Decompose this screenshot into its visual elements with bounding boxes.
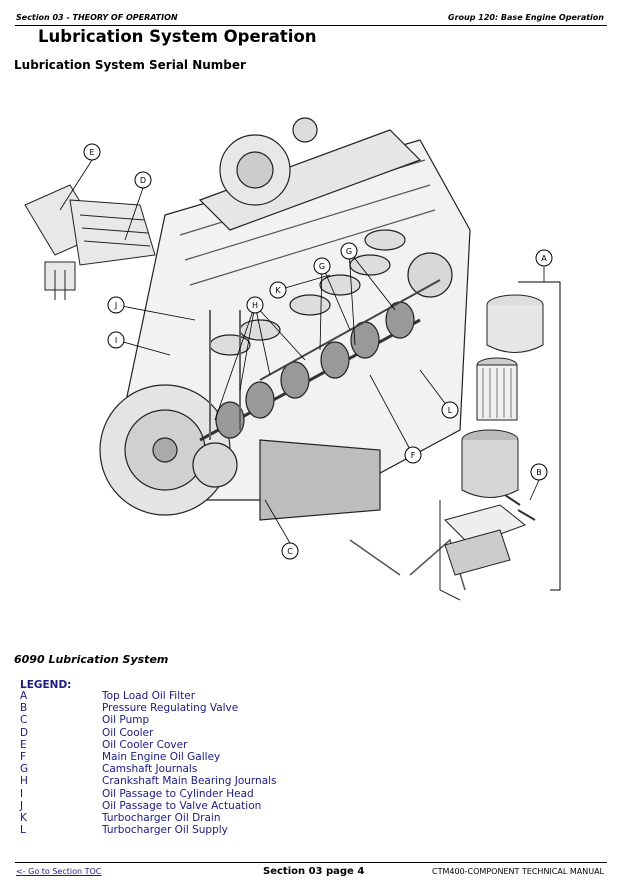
legend-key: K [20, 811, 27, 824]
callout-b-marker: B [530, 463, 548, 481]
legend-key: G [20, 763, 29, 776]
legend-item: C Oil Pump [20, 714, 440, 726]
callout-e-marker: E [83, 143, 101, 161]
legend-item: K Turbocharger Oil Drain [20, 812, 440, 824]
svg-text:G: G [319, 262, 325, 271]
footer-divider [15, 862, 607, 863]
svg-text:L: L [448, 406, 453, 415]
legend-item: E Oil Cooler Cover [20, 739, 440, 751]
callout-h-marker: H [246, 296, 264, 314]
legend-key: F [20, 750, 27, 763]
legend-item: A Top Load Oil Filter [20, 690, 440, 702]
svg-text:B: B [536, 468, 542, 477]
engine-block-drawing [99, 117, 471, 591]
legend-label: Oil Cooler Cover [102, 738, 188, 751]
legend-key: A [20, 690, 28, 702]
section-toc-link[interactable]: <- Go to Section TOC [16, 867, 102, 876]
legend-label: Turbocharger Oil Supply [102, 824, 228, 837]
legend-key: D [20, 726, 29, 739]
legend-label: Top Load Oil Filter [102, 690, 196, 702]
legend-label: Oil Passage to Valve Actuation [102, 799, 262, 812]
legend-item: D Oil Cooler [20, 727, 440, 739]
legend-list: A Top Load Oil Filter B Pressure Regulatin… [20, 690, 440, 836]
callout-a-marker: A [535, 249, 553, 267]
legend-key: I [20, 787, 24, 800]
callout-k-marker: K [269, 281, 287, 299]
svg-text:J: J [114, 301, 117, 310]
legend-label: Oil Passage to Cylinder Head [102, 787, 254, 800]
legend-label: Main Engine Oil Galley [102, 750, 221, 763]
svg-text:G: G [346, 247, 352, 256]
callout-g1-marker: G [340, 242, 358, 260]
svg-text:A: A [541, 254, 547, 263]
page-number: Section 03 page 4 [263, 866, 365, 877]
svg-text:E: E [89, 148, 94, 157]
svg-text:H: H [252, 301, 258, 310]
legend-label: Crankshaft Main Bearing Journals [102, 775, 277, 788]
legend-item: G Camshaft Journals [20, 763, 440, 775]
legend-key: C [20, 714, 28, 727]
svg-text:K: K [275, 286, 281, 295]
section-subtitle: Lubrication System Serial Number [14, 58, 246, 72]
callout-bracket [518, 281, 561, 591]
legend-label: Pressure Regulating Valve [102, 702, 239, 715]
legend-item: I Oil Passage to Cylinder Head [20, 788, 440, 800]
legend-item: J Oil Passage to Valve Actuation [20, 800, 440, 812]
callout-leaders [59, 159, 545, 544]
legend-key: B [20, 702, 28, 715]
legend-item: H Crankshaft Main Bearing Journals [20, 775, 440, 787]
engine-lubrication-diagram: A B C D E F G G H I J K L [24, 117, 561, 601]
legend-item: F Main Engine Oil Galley [20, 751, 440, 763]
legend-label: Camshaft Journals [102, 763, 198, 776]
manual-title: CTM400-COMPONENT TECHNICAL MANUAL [432, 867, 604, 876]
callout-g2-marker: G [313, 257, 331, 275]
oil-cooler-drawing [24, 184, 156, 300]
callout-i-marker: I [107, 331, 125, 349]
callout-l-marker: L [441, 401, 459, 419]
legend-label: Turbocharger Oil Drain [102, 811, 221, 824]
figure-caption: 6090 Lubrication System [14, 653, 169, 666]
svg-text:F: F [411, 451, 416, 460]
page-title: Lubrication System Operation [38, 27, 317, 46]
legend-key: L [20, 824, 26, 837]
callout-j-marker: J [107, 296, 125, 314]
legend-title: LEGEND: [20, 679, 72, 691]
callout-f-marker: F [404, 446, 422, 464]
svg-text:I: I [115, 336, 117, 345]
legend-key: J [20, 799, 24, 812]
legend-key: E [20, 738, 27, 751]
header-group-label: Group 120: Base Engine Operation [448, 13, 604, 22]
callout-c-marker: C [281, 542, 299, 560]
legend-key: H [20, 775, 28, 788]
header-section-label: Section 03 - THEORY OF OPERATION [16, 13, 178, 22]
legend-item: B Pressure Regulating Valve [20, 702, 440, 714]
svg-text:C: C [287, 547, 293, 556]
legend-item: L Turbocharger Oil Supply [20, 824, 440, 836]
svg-text:D: D [140, 176, 146, 185]
legend-label: Oil Cooler [102, 726, 154, 739]
oil-filter-drawing [439, 294, 544, 601]
legend-label: Oil Pump [102, 714, 150, 727]
header-divider [15, 25, 607, 26]
callout-d-marker: D [134, 171, 152, 189]
